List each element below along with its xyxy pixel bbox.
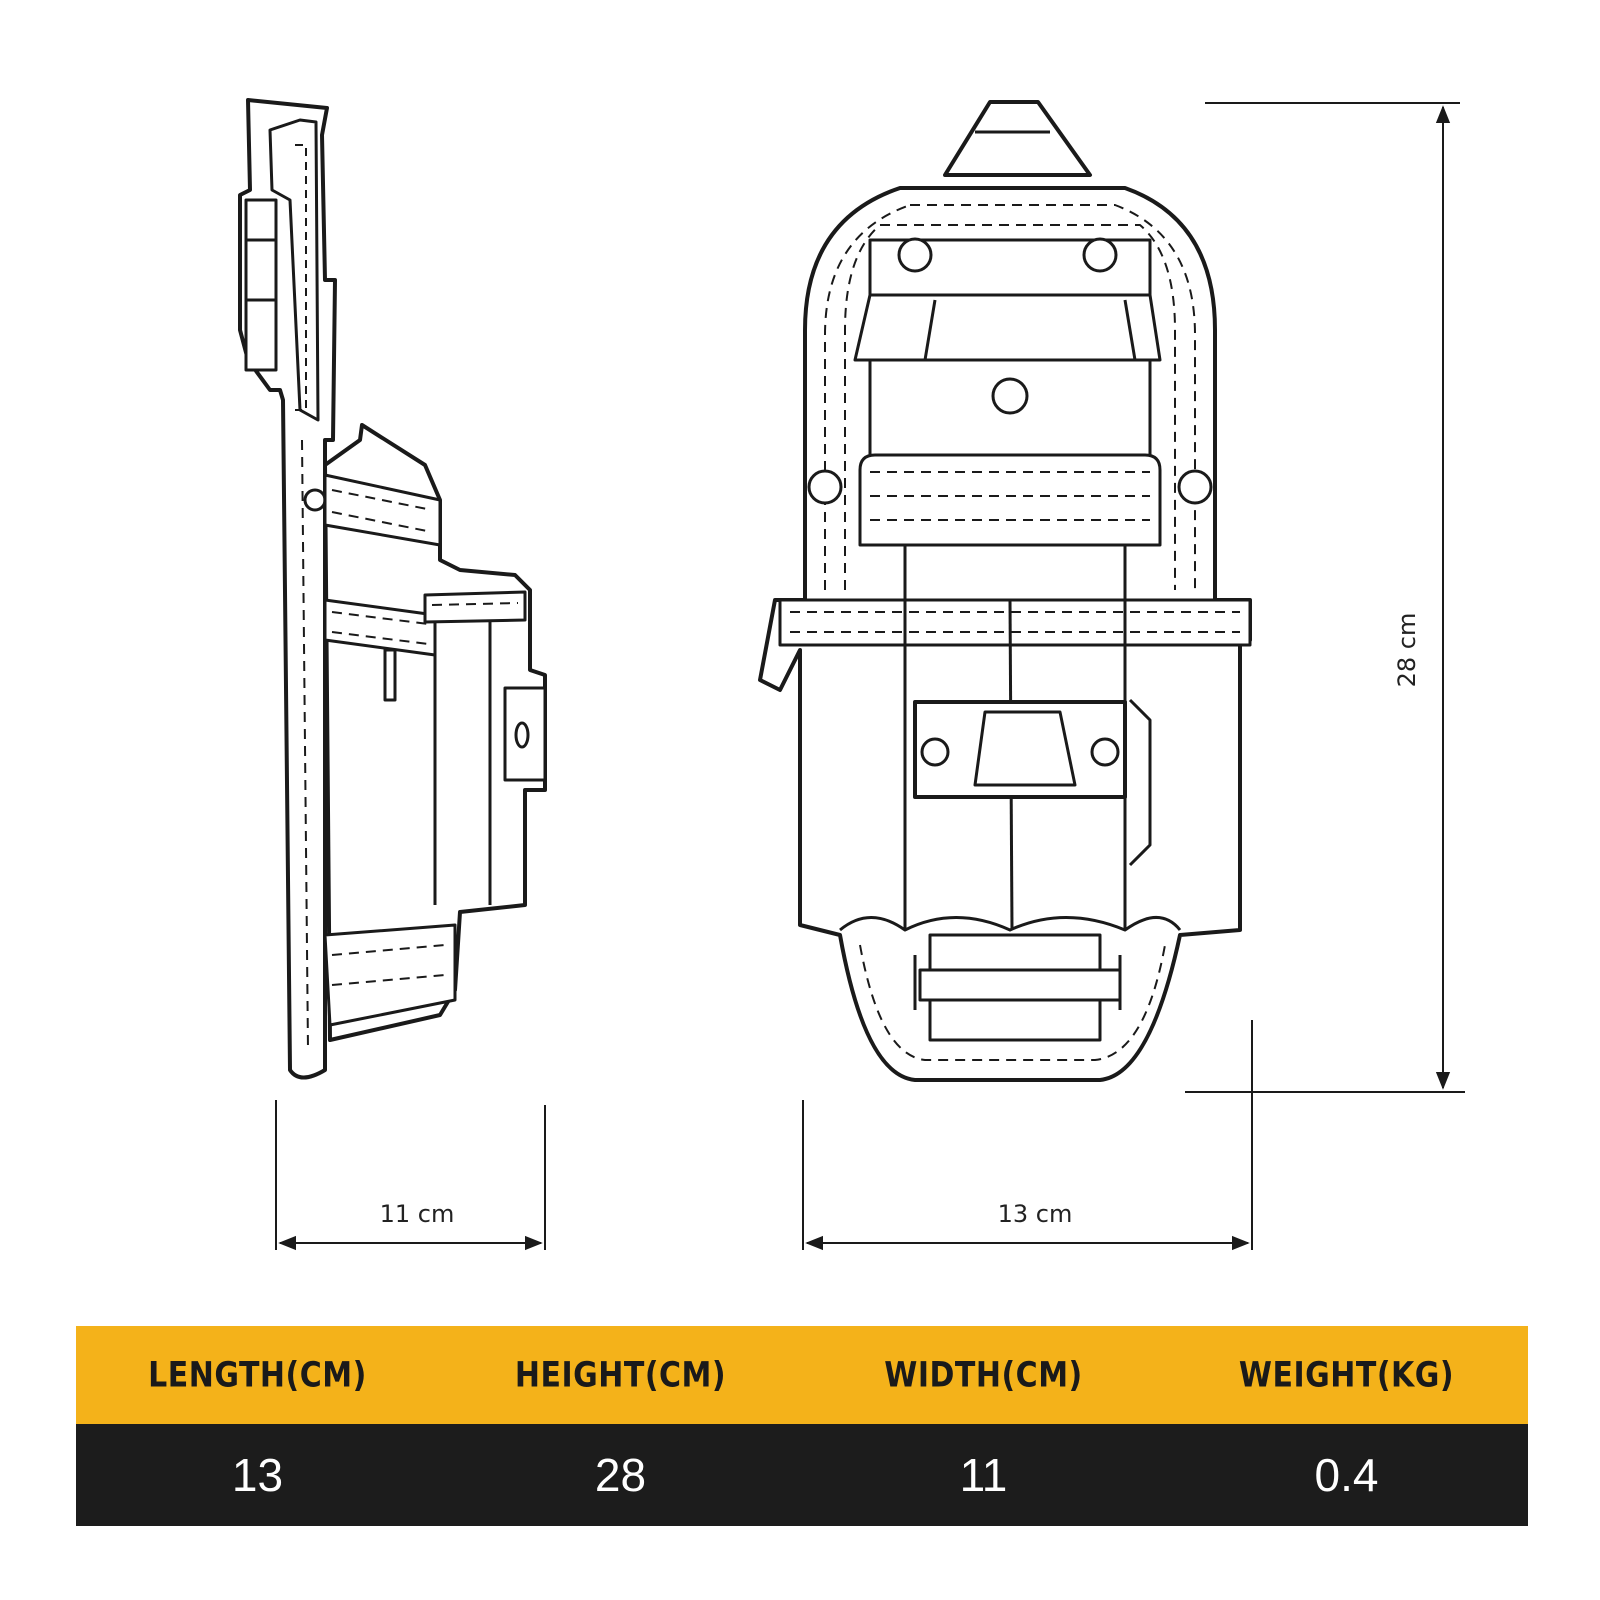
- front-view-pouch: [758, 100, 1252, 1082]
- height-header: HEIGHT(CM): [514, 1354, 727, 1396]
- product-line-drawing: 11 cm 13 cm 28 cm: [238, 98, 1465, 1251]
- weight-value: 0.4: [1314, 1449, 1379, 1501]
- spec-header-row: LENGTH(CM) HEIGHT(CM) WIDTH(CM) WEIGHT(K…: [76, 1326, 1528, 1424]
- width-value: 11: [959, 1449, 1008, 1501]
- side-view-pouch: [238, 98, 547, 1080]
- front-width-label: 13 cm: [998, 1200, 1073, 1228]
- spec-value-row: 13 28 11 0.4: [76, 1424, 1528, 1526]
- side-width-label: 11 cm: [380, 1200, 455, 1228]
- height-value: 28: [594, 1449, 647, 1501]
- length-header: LENGTH(CM): [148, 1354, 367, 1396]
- spec-table: LENGTH(CM) HEIGHT(CM) WIDTH(CM) WEIGHT(K…: [76, 1326, 1528, 1526]
- dimension-lines: [275, 102, 1465, 1251]
- weight-header: WEIGHT(KG): [1238, 1354, 1455, 1396]
- length-value: 13: [231, 1449, 284, 1501]
- height-label: 28 cm: [1393, 613, 1421, 688]
- width-header: WIDTH(CM): [884, 1354, 1083, 1396]
